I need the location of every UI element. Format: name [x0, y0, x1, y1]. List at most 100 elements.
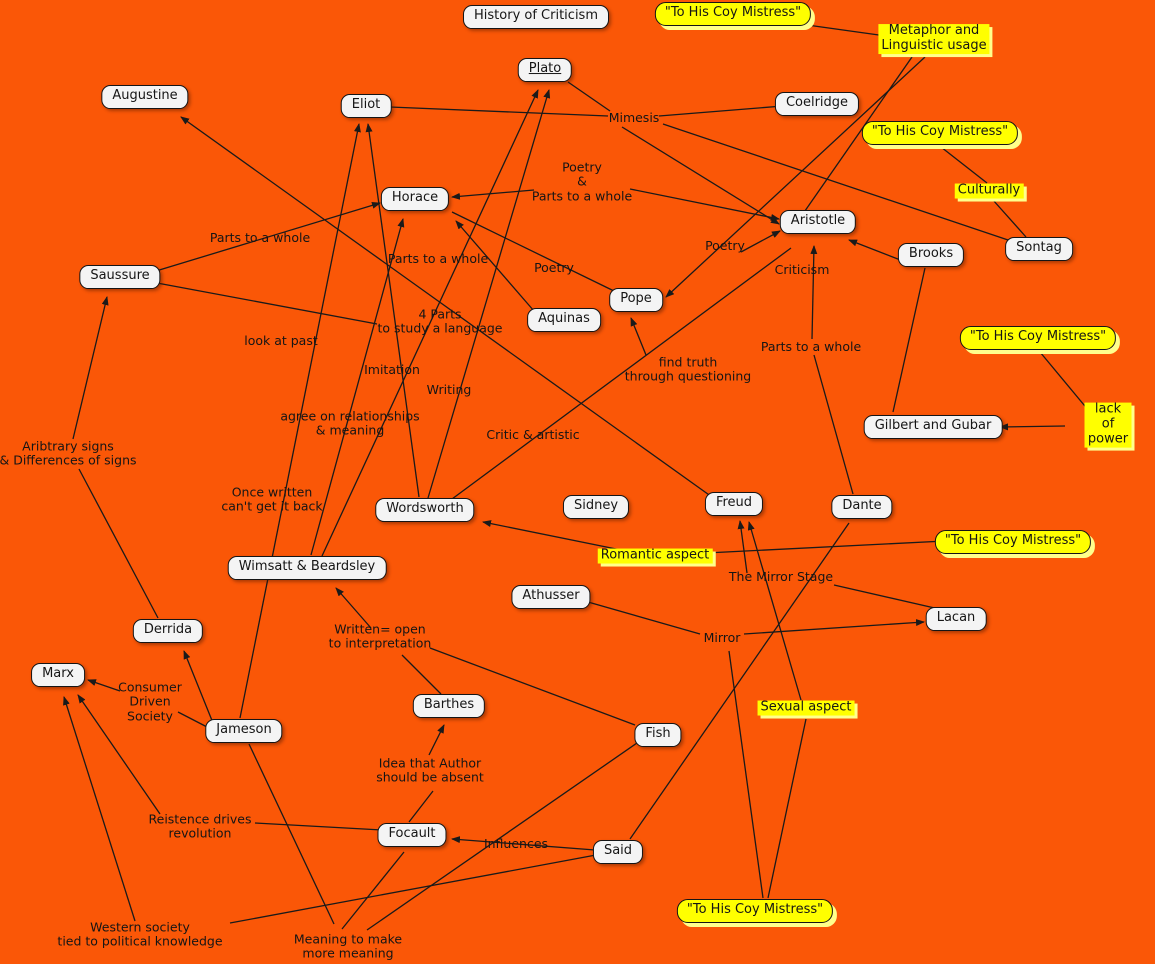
edge-line-26 — [183, 650, 214, 724]
edge-line-52 — [408, 790, 434, 823]
coy-box-top[interactable]: "To His Coy Mistress" — [654, 2, 812, 26]
edge-line-30 — [455, 220, 535, 312]
label-critic-artistic[interactable]: Critic & artistic — [486, 426, 580, 442]
label-western-society[interactable]: Western society tied to political knowle… — [57, 919, 223, 949]
highlight-romantic-aspect[interactable]: Romantic aspect — [597, 548, 713, 564]
edge-line-7 — [658, 105, 784, 117]
node-wimsatt-beardsley[interactable]: Wimsatt & Beardsley — [227, 556, 387, 580]
node-aristotle[interactable]: Aristotle — [779, 210, 857, 234]
edge-line-15 — [427, 89, 551, 499]
edge-line-0 — [799, 23, 887, 37]
label-poetry-parts-whole[interactable]: Poetry & Parts to a whole — [531, 159, 633, 204]
edge-line-46 — [63, 696, 136, 922]
label-arbitrary-signs[interactable]: Aribtrary signs & Differences of signs — [0, 438, 137, 468]
label-4-parts[interactable]: 4 Parts to study a language — [377, 306, 503, 336]
label-agree-relationships[interactable]: agree on relationships & meaning — [280, 408, 420, 438]
edge-line-1 — [790, 56, 913, 232]
node-brooks[interactable]: Brooks — [897, 243, 965, 267]
node-lacan[interactable]: Lacan — [925, 607, 987, 631]
edge-line-13 — [848, 239, 904, 262]
highlight-culturally[interactable]: Culturally — [954, 183, 1024, 199]
edge-line-44 — [254, 822, 383, 831]
edge-line-16 — [321, 89, 539, 557]
label-once-written[interactable]: Once written can't get it back — [221, 484, 323, 514]
node-eliot[interactable]: Eliot — [340, 94, 392, 118]
label-consumer-driven[interactable]: Consumer Driven Society — [118, 679, 182, 724]
edge-line-50 — [401, 654, 442, 695]
edge-line-38 — [587, 601, 701, 635]
edge-line-35 — [737, 520, 748, 574]
node-dante[interactable]: Dante — [831, 495, 893, 519]
edge-line-4 — [992, 199, 1027, 238]
node-athusser[interactable]: Athusser — [511, 585, 591, 609]
label-mirror-stage[interactable]: The Mirror Stage — [728, 568, 834, 584]
node-marx[interactable]: Marx — [31, 663, 85, 687]
coy-box-mid-right[interactable]: "To His Coy Mistress" — [959, 326, 1117, 350]
highlight-lack-of-power[interactable]: lack of power — [1084, 402, 1132, 448]
node-jameson[interactable]: Jameson — [205, 719, 283, 743]
edge-line-20 — [813, 354, 854, 495]
label-poetry-left[interactable]: Poetry — [534, 259, 574, 275]
edge-line-31 — [451, 247, 792, 500]
node-plato[interactable]: Plato — [517, 58, 573, 82]
label-written-open[interactable]: Written= open to interpretation — [328, 621, 432, 651]
highlight-metaphor-linguistic[interactable]: Metaphor and Linguistic usage — [878, 23, 990, 54]
node-wordsworth[interactable]: Wordsworth — [375, 498, 475, 522]
edge-line-53 — [428, 724, 445, 756]
coy-box-bottom[interactable]: "To His Coy Mistress" — [676, 899, 834, 923]
node-history-of-criticism[interactable]: History of Criticism — [463, 5, 609, 29]
edge-line-3 — [940, 146, 988, 184]
label-meaning-more-meaning[interactable]: Meaning to make more meaning — [293, 931, 403, 961]
edge-line-21 — [810, 245, 818, 340]
edge-line-17 — [630, 317, 647, 356]
label-mirror[interactable]: Mirror — [703, 629, 741, 645]
edge-line-55 — [341, 851, 405, 930]
edge-line-39 — [743, 619, 925, 635]
edge-line-10 — [629, 188, 780, 221]
edge-line-2 — [665, 56, 926, 298]
label-idea-author-absent[interactable]: Idea that Author should be absent — [376, 755, 484, 785]
edge-line-23 — [156, 282, 378, 325]
label-parts-whole-left[interactable]: Parts to a whole — [209, 229, 311, 245]
edge-line-24 — [78, 468, 159, 619]
node-freud[interactable]: Freud — [704, 492, 764, 516]
highlight-sexual-aspect[interactable]: Sexual aspect — [757, 700, 855, 716]
node-horace[interactable]: Horace — [380, 187, 450, 211]
edge-line-28 — [365, 123, 420, 498]
node-sontag[interactable]: Sontag — [1005, 237, 1073, 261]
label-look-at-past[interactable]: look at past — [244, 332, 318, 348]
edge-line-29 — [310, 218, 405, 556]
label-find-truth[interactable]: find truth through questioning — [624, 354, 752, 384]
node-aquinas[interactable]: Aquinas — [527, 308, 601, 332]
edge-line-47 — [229, 854, 597, 924]
edge-line-41 — [180, 116, 713, 498]
node-said[interactable]: Said — [592, 840, 644, 864]
label-imitation[interactable]: Imitation — [364, 361, 420, 377]
edge-line-57 — [248, 743, 335, 925]
label-parts-whole-mid[interactable]: Parts to a whole — [387, 250, 489, 266]
node-derrida[interactable]: Derrida — [132, 619, 204, 643]
node-pope[interactable]: Pope — [609, 288, 663, 312]
label-writing[interactable]: Writing — [426, 381, 472, 397]
node-focault[interactable]: Focault — [377, 823, 447, 847]
node-gilbert-and-gubar[interactable]: Gilbert and Gubar — [863, 415, 1003, 439]
node-sidney[interactable]: Sidney — [562, 495, 630, 519]
edge-line-54 — [629, 522, 850, 840]
node-fish[interactable]: Fish — [634, 723, 682, 747]
edge-line-14 — [451, 211, 615, 292]
edge-line-19 — [999, 423, 1066, 431]
label-parts-whole-right[interactable]: Parts to a whole — [760, 338, 862, 354]
edge-group — [63, 23, 1095, 931]
coy-box-upper-right[interactable]: "To His Coy Mistress" — [861, 121, 1019, 145]
node-coelridge[interactable]: Coelridge — [774, 92, 860, 116]
edge-line-8 — [389, 106, 609, 117]
node-augustine[interactable]: Augustine — [101, 85, 189, 109]
label-reistence-revolution[interactable]: Reistence drives revolution — [148, 811, 252, 841]
coy-box-lower-right[interactable]: "To His Coy Mistress" — [934, 530, 1092, 554]
node-barthes[interactable]: Barthes — [412, 694, 486, 718]
label-poetry-right[interactable]: Poetry — [705, 237, 745, 253]
label-mimesis[interactable]: Mimesis — [608, 109, 660, 125]
node-saussure[interactable]: Saussure — [79, 265, 161, 289]
label-influences[interactable]: Influences — [483, 835, 549, 851]
label-criticism[interactable]: Criticism — [774, 261, 830, 277]
